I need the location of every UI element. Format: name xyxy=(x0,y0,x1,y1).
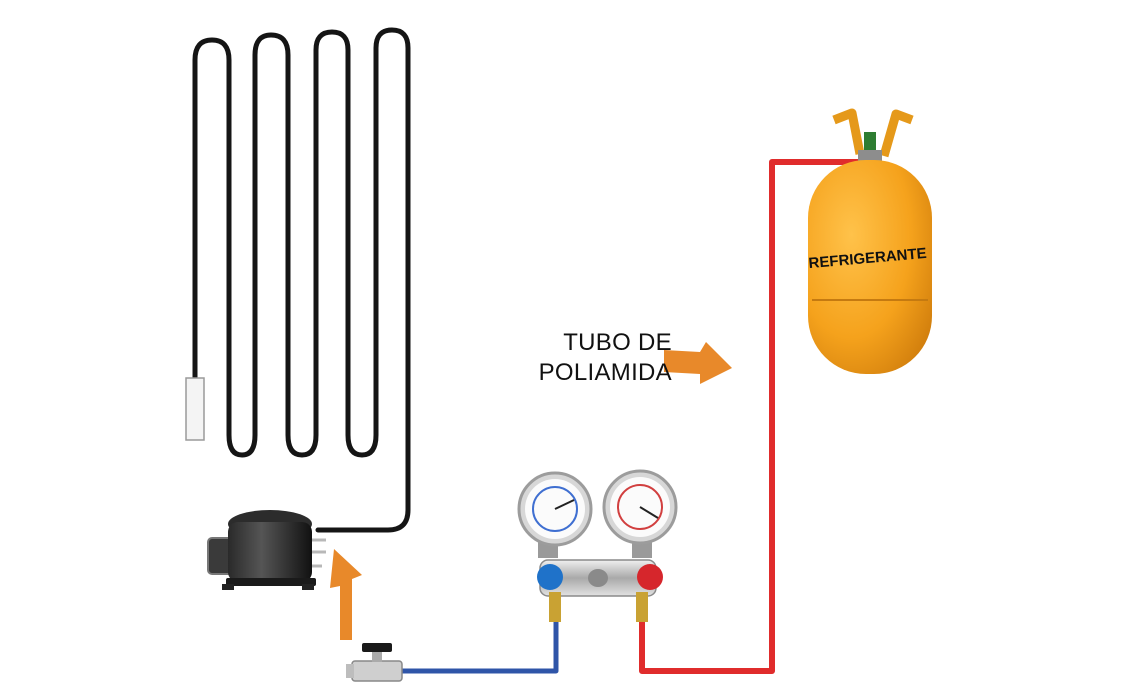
annotation-line-1: TUBO DE xyxy=(563,329,672,356)
refrigerant-cylinder-icon: REFRIGERANTE xyxy=(808,108,932,374)
capillary-coil-icon xyxy=(185,27,411,533)
annotation-label: TUBO DE POLIAMIDA xyxy=(502,328,672,388)
red-hose xyxy=(639,159,866,674)
annotation-line-2: POLIAMIDA xyxy=(538,359,672,386)
manifold-gauge-icon xyxy=(517,469,678,622)
suction-arrow xyxy=(330,549,362,640)
ball-valve-icon xyxy=(346,643,403,682)
callout-arrow xyxy=(664,342,732,384)
filter-drier-icon xyxy=(185,377,205,441)
compressor-icon xyxy=(207,510,326,590)
arrow-icon xyxy=(330,342,732,640)
blue-hose xyxy=(400,620,559,674)
